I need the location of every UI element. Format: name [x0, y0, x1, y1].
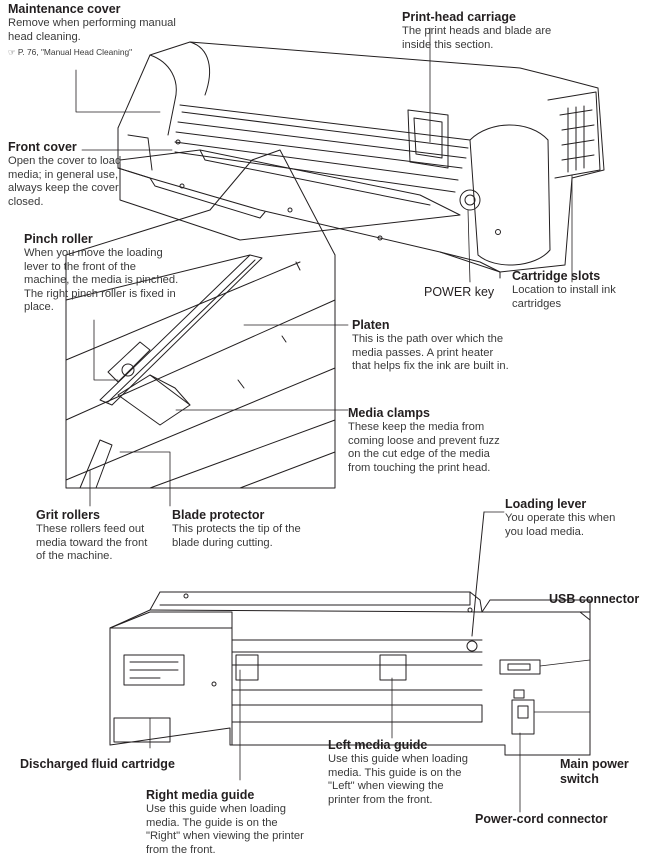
- grit-rollers-title: Grit rollers: [36, 508, 100, 522]
- cartridge-slots-callout: Cartridge slots Location to install ink …: [512, 269, 642, 311]
- loading-lever-title: Loading lever: [505, 497, 587, 511]
- loading-lever-callout: Loading lever You operate this when you …: [505, 497, 635, 539]
- platen-title: Platen: [352, 318, 390, 332]
- maintenance-cover-callout: Maintenance cover Remove when performing…: [8, 2, 188, 58]
- print-head-carriage-callout: Print-head carriage The print heads and …: [402, 10, 562, 52]
- maintenance-cover-ref: ☞ P. 76, "Manual Head Cleaning": [8, 47, 133, 58]
- grit-rollers-callout: Grit rollers These rollers feed out medi…: [36, 508, 154, 564]
- printer-rear-view: [109, 511, 591, 756]
- main-power-switch-callout: Main power switch: [560, 757, 646, 787]
- platen-callout: Platen This is the path over which the m…: [352, 318, 510, 374]
- power-cord-connector-callout: Power-cord connector: [475, 812, 608, 827]
- grit-rollers-desc: These rollers feed out media toward the …: [36, 523, 148, 563]
- power-key-callout: POWER key: [424, 285, 494, 300]
- loading-lever-desc: You operate this when you load media.: [505, 512, 616, 538]
- pinch-roller-title: Pinch roller: [24, 232, 93, 246]
- maintenance-cover-desc: Remove when performing manual head clean…: [8, 17, 176, 43]
- blade-protector-desc: This protects the tip of the blade durin…: [172, 523, 301, 549]
- discharged-fluid-cartridge-title: Discharged fluid cartridge: [20, 757, 175, 771]
- print-head-carriage-desc: The print heads and blade are inside thi…: [402, 25, 552, 51]
- right-media-guide-title: Right media guide: [146, 788, 255, 802]
- media-clamps-callout: Media clamps These keep the media from c…: [348, 406, 504, 475]
- media-clamps-desc: These keep the media from coming loose a…: [348, 421, 500, 474]
- main-power-switch-title: Main power switch: [560, 757, 629, 786]
- cartridge-slots-desc: Location to install ink cartridges: [512, 284, 616, 310]
- power-key-title: POWER key: [424, 285, 495, 299]
- print-head-carriage-title: Print-head carriage: [402, 10, 516, 24]
- platen-desc: This is the path over which the media pa…: [352, 333, 509, 373]
- left-media-guide-title: Left media guide: [328, 738, 428, 752]
- right-media-guide-desc: Use this guide when loading media. The g…: [146, 803, 304, 856]
- pinch-roller-zoom-inset: [65, 149, 336, 489]
- front-cover-desc: Open the cover to load media; in general…: [8, 155, 122, 208]
- left-media-guide-callout: Left media guide Use this guide when loa…: [328, 738, 474, 807]
- front-cover-title: Front cover: [8, 140, 77, 154]
- usb-connector-callout: USB connector: [549, 592, 639, 607]
- right-media-guide-callout: Right media guide Use this guide when lo…: [146, 788, 306, 857]
- front-cover-callout: Front cover Open the cover to load media…: [8, 140, 130, 209]
- leader-lines: [75, 27, 591, 813]
- usb-connector-title: USB connector: [549, 592, 640, 606]
- left-media-guide-desc: Use this guide when loading media. This …: [328, 753, 468, 806]
- media-clamps-title: Media clamps: [348, 406, 430, 420]
- cartridge-slots-title: Cartridge slots: [512, 269, 601, 283]
- printer-front-view: [117, 41, 605, 279]
- maintenance-cover-title: Maintenance cover: [8, 2, 121, 16]
- pinch-roller-desc: When you move the loading lever to the f…: [24, 247, 179, 314]
- blade-protector-callout: Blade protector This protects the tip of…: [172, 508, 304, 550]
- discharged-fluid-cartridge-callout: Discharged fluid cartridge: [20, 757, 175, 772]
- pinch-roller-callout: Pinch roller When you move the loading l…: [24, 232, 182, 315]
- power-cord-connector-title: Power-cord connector: [475, 812, 608, 826]
- blade-protector-title: Blade protector: [172, 508, 265, 522]
